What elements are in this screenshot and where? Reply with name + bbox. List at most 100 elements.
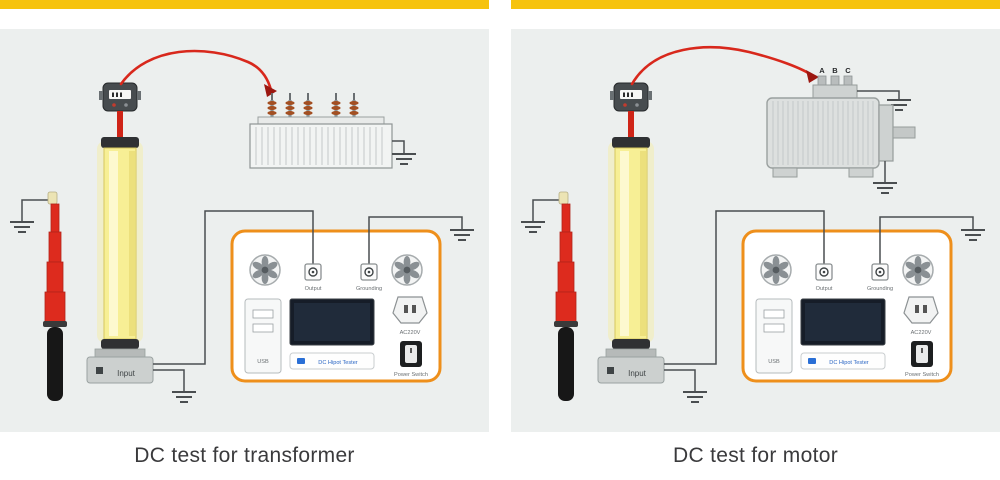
radiator-fins: [255, 127, 383, 165]
hv-test-column: Input: [597, 82, 708, 403]
rod-guard: [554, 321, 578, 327]
ac-socket-label: AC220V: [911, 330, 932, 336]
hv-cable: [630, 46, 815, 86]
column-base: Input: [597, 348, 665, 384]
output-label: Output: [816, 286, 833, 292]
rod-handle: [558, 327, 574, 401]
brand-logo-icon: [297, 358, 305, 364]
panel-motor: Input A B C: [511, 0, 1000, 480]
motor: A B C: [630, 46, 916, 194]
bushing-icon: [285, 93, 295, 117]
power-switch-label: Power Switch: [905, 372, 939, 378]
rod-handle: [47, 327, 63, 401]
base-ground-wire: [153, 369, 185, 391]
terminal-post: [830, 75, 840, 86]
output-terminal: [815, 263, 833, 281]
column-base: Input: [86, 348, 154, 384]
power-switch: Power Switch: [394, 341, 428, 378]
power-switch-label: Power Switch: [394, 372, 428, 378]
column-top-cap: [612, 137, 650, 148]
usb-port-icon: [252, 309, 274, 319]
output-label: Output: [305, 286, 322, 292]
hv-electrode-rod: [117, 111, 123, 139]
brand-logo-icon: [808, 358, 816, 364]
column-top-cap: [101, 137, 139, 148]
transformer-lid: [257, 116, 385, 125]
hv-test-column: Input: [86, 82, 197, 403]
ground-symbol: [682, 391, 708, 403]
grounding-label: Grounding: [867, 286, 893, 292]
cable-clamp-icon: [806, 70, 819, 83]
panel-caption: DC test for transformer: [0, 432, 489, 480]
ground-symbol: [872, 182, 898, 194]
bushing-icon: [331, 93, 341, 117]
terminal-post: [817, 75, 827, 86]
grounding-label: Grounding: [356, 286, 382, 292]
control-device: Output Grounding USB DC Hipot Tester: [664, 210, 986, 383]
rod-ground-wire: [21, 199, 51, 221]
rod-segments: [555, 203, 577, 323]
power-switch: Power Switch: [905, 341, 939, 378]
ac-socket: AC220V: [903, 296, 939, 336]
brand-label: DC Hipot Tester: [829, 360, 869, 366]
rod-tip: [47, 191, 58, 205]
fan-icon: [902, 254, 934, 286]
motor-end-bell: [878, 104, 894, 162]
ground-symbol: [171, 391, 197, 403]
bushing-icon: [349, 93, 359, 117]
motor-diagram: Input A B C: [511, 29, 1000, 432]
microammeter-icon: [99, 82, 141, 112]
panel-transformer: Input: [0, 0, 489, 480]
column-shade: [129, 151, 135, 336]
usb-panel: USB: [244, 298, 282, 374]
usb-port-icon: [763, 323, 785, 333]
panel-accent-bar: [511, 0, 1000, 9]
grounding-wire: [368, 216, 463, 264]
discharge-rod: [520, 191, 578, 401]
fan-icon: [391, 254, 423, 286]
rod-ground-wire: [532, 199, 562, 221]
ground-symbol: [449, 229, 475, 241]
input-terminal: [96, 367, 103, 374]
rod-segments: [44, 203, 66, 323]
ground-symbol: [520, 221, 546, 233]
usb-port-icon: [252, 323, 274, 333]
input-terminal: [607, 367, 614, 374]
ground-symbol: [391, 153, 417, 165]
output-wire: [153, 210, 314, 365]
base-ground-wire: [664, 369, 696, 391]
panel-caption: DC test for motor: [511, 432, 1000, 480]
brand-strip: DC Hipot Tester: [800, 352, 886, 370]
brand-label: DC Hipot Tester: [318, 360, 358, 366]
motor-foot: [772, 167, 798, 178]
column-highlight: [620, 151, 629, 336]
hv-electrode-rod: [628, 111, 634, 139]
usb-panel: USB: [755, 298, 793, 374]
rod-tip: [558, 191, 569, 205]
panel-accent-bar: [0, 0, 489, 9]
grounding-terminal: [871, 263, 889, 281]
fan-icon: [249, 254, 281, 286]
terminal-a-label: A: [819, 66, 825, 75]
motor-shaft: [892, 126, 916, 139]
display-screen: [289, 298, 375, 346]
ground-symbol: [960, 229, 986, 241]
control-device: Output Grounding USB DC Hipot Tester: [153, 210, 475, 383]
microammeter-icon: [610, 82, 652, 112]
transformer-tank: [249, 123, 393, 169]
ac-socket: AC220V: [392, 296, 428, 336]
ac-socket-label: AC220V: [400, 330, 421, 336]
rod-guard: [43, 321, 67, 327]
motor-foot: [848, 167, 874, 178]
usb-label: USB: [768, 359, 780, 365]
bushing-icon: [303, 93, 313, 117]
terminal-b-label: B: [832, 66, 838, 75]
transformer-diagram: Input: [0, 29, 489, 432]
motor-fins: [772, 101, 874, 165]
display-screen: [800, 298, 886, 346]
terminal-c-label: C: [845, 66, 851, 75]
brand-strip: DC Hipot Tester: [289, 352, 375, 370]
cable-clamp-icon: [264, 84, 277, 97]
grounding-terminal: [360, 263, 378, 281]
column-highlight: [109, 151, 118, 336]
